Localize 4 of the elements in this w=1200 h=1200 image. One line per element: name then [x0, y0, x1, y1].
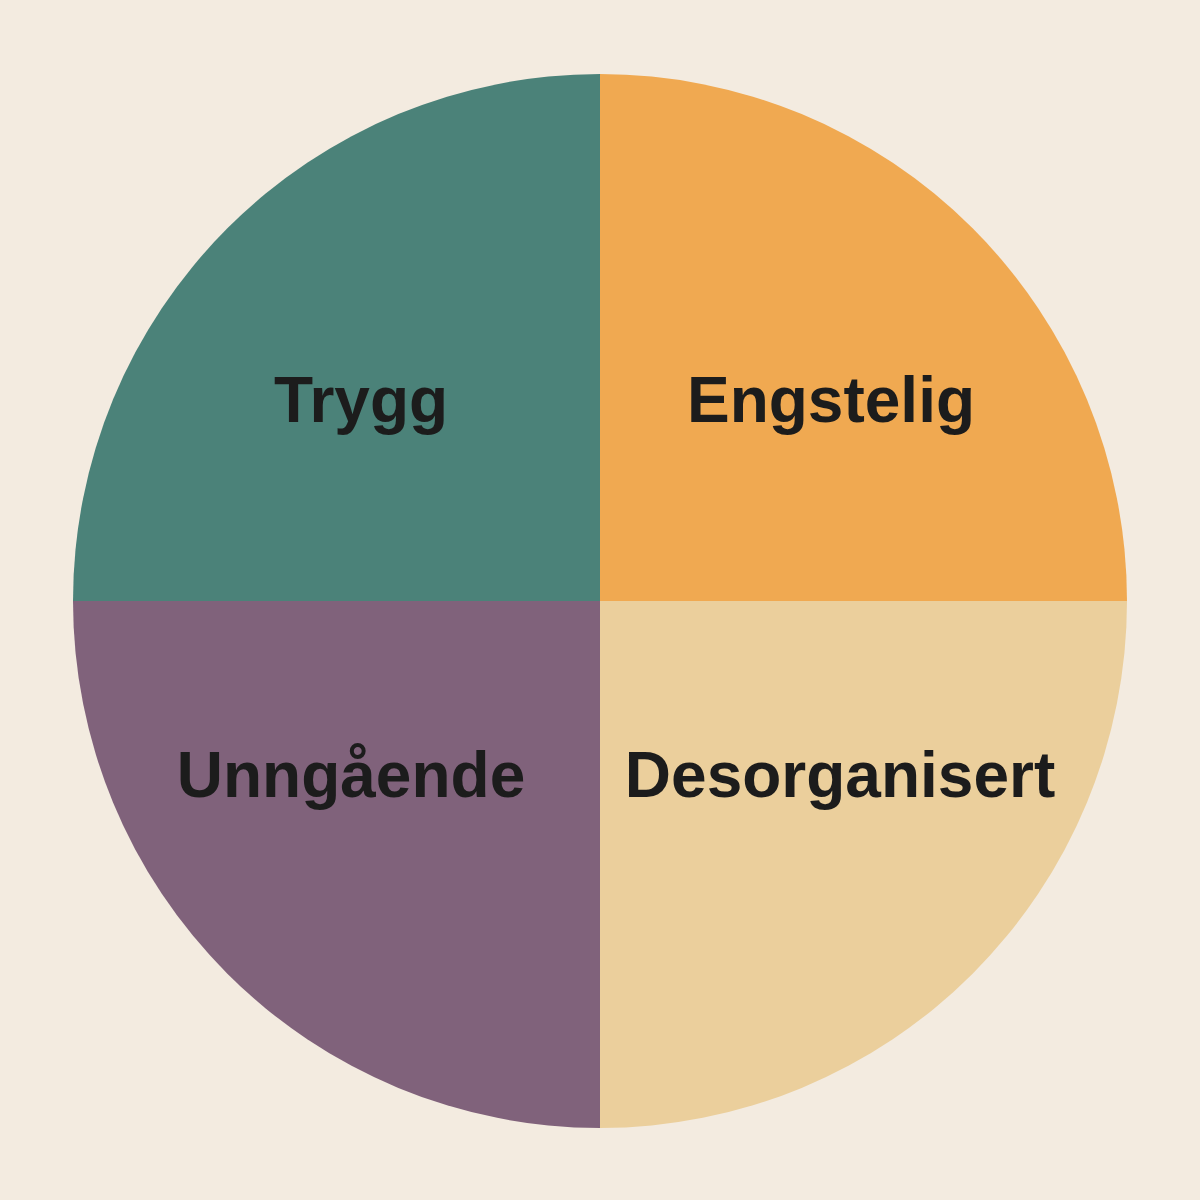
circle-quadrant	[600, 74, 1127, 601]
circle-quadrant	[73, 74, 600, 601]
circle-quadrant	[73, 601, 600, 1128]
circle-quadrant	[600, 601, 1127, 1128]
